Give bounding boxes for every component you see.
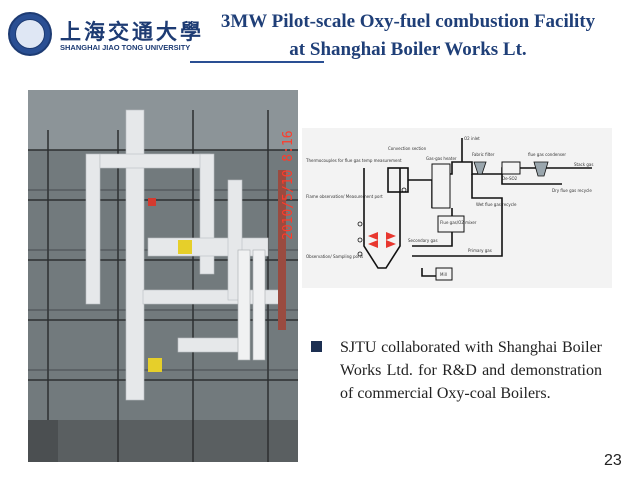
label-convection: Convection section [388, 146, 427, 151]
process-diagram: O2 inlet Convection section Fabric filte… [305, 136, 593, 281]
slide-title-line-2: at Shanghai Boiler Works Lt. [289, 39, 527, 60]
facility-photo: 2010/5/10 8:16 [28, 90, 298, 462]
label-o2-inlet: O2 inlet [464, 136, 480, 141]
facility-photo-graphic: 2010/5/10 8:16 [28, 90, 298, 462]
label-gas-gas-heater: Gas-gas heater [426, 156, 457, 161]
label-dry-recycle: Dry flue gas recycle [552, 188, 592, 193]
label-fabric-filter: Fabric filter [472, 152, 495, 157]
title-underline [190, 61, 324, 63]
process-schematic: O2 inlet Convection section Fabric filte… [302, 128, 612, 288]
page-number: 23 [604, 452, 622, 469]
label-mixer: Flue gas/O2 mixer [440, 220, 477, 225]
label-thermocouples: Thermocouples for flue gas temp measurem… [305, 158, 402, 163]
bullet-square-icon [311, 341, 322, 352]
logo-chinese-name: 上海交通大學 [60, 20, 204, 44]
label-mill: Mill [440, 272, 447, 277]
slide-title-line-1: 3MW Pilot-scale Oxy-fuel combustion Faci… [220, 11, 596, 32]
university-seal-icon [8, 12, 52, 56]
photo-timestamp: 2010/5/10 8:16 [281, 130, 296, 240]
label-flame-observation: Flame observation/ Measurement port [306, 194, 383, 199]
slide-title: 3MW Pilot-scale Oxy-fuel combustion Faci… [188, 8, 628, 64]
bullet-text: SJTU collaborated with Shanghai Boiler W… [340, 339, 602, 402]
label-sampling-ports: Observation/ Sampling ports [306, 254, 363, 259]
label-de-so2: De-SO2 [502, 176, 518, 181]
label-condenser: flue gas condenser [528, 152, 566, 157]
label-stack-gas: Stack gas [574, 162, 593, 167]
label-secondary-gas: Secondary gas [408, 238, 438, 243]
university-logo: 上海交通大學 SHANGHAI JIAO TONG UNIVERSITY [8, 10, 201, 62]
label-wet-recycle: Wet flue gas recycle [476, 202, 517, 207]
label-primary-gas: Primary gas [468, 248, 492, 253]
logo-english-name: SHANGHAI JIAO TONG UNIVERSITY [60, 43, 191, 52]
